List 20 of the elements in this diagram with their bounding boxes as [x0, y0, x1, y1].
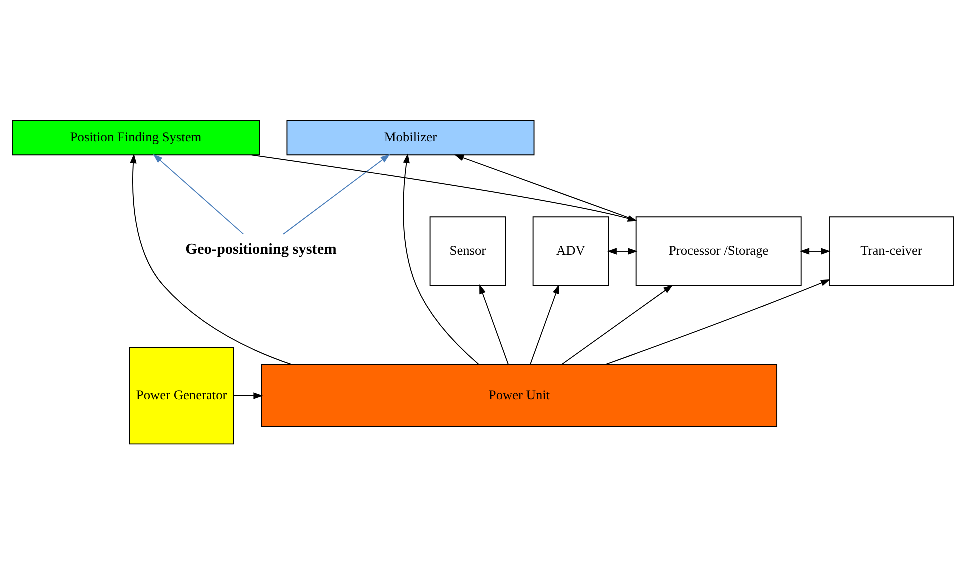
- node-box: Power Unit: [261, 364, 778, 428]
- arrow: [800, 248, 831, 255]
- arrow: [480, 284, 510, 366]
- arrow: [607, 248, 638, 255]
- arrow: [403, 154, 480, 366]
- node-box: Tran-ceiver: [829, 216, 954, 286]
- node-box: Position Finding System: [12, 120, 260, 156]
- node-box: Power Generator: [129, 347, 234, 445]
- arrow: [604, 280, 830, 366]
- arrow: [233, 392, 264, 400]
- node-box: Processor /Storage: [636, 216, 802, 286]
- arrow: [130, 154, 293, 366]
- arrow: [530, 284, 560, 366]
- arrow: [283, 154, 390, 235]
- arrow: [153, 154, 244, 235]
- node-box: ADV: [532, 216, 610, 286]
- node-box: Mobilizer: [286, 120, 535, 156]
- arrow: [561, 285, 674, 366]
- node-text: Geo-positioning system: [186, 241, 337, 258]
- node-box: Sensor: [430, 216, 506, 286]
